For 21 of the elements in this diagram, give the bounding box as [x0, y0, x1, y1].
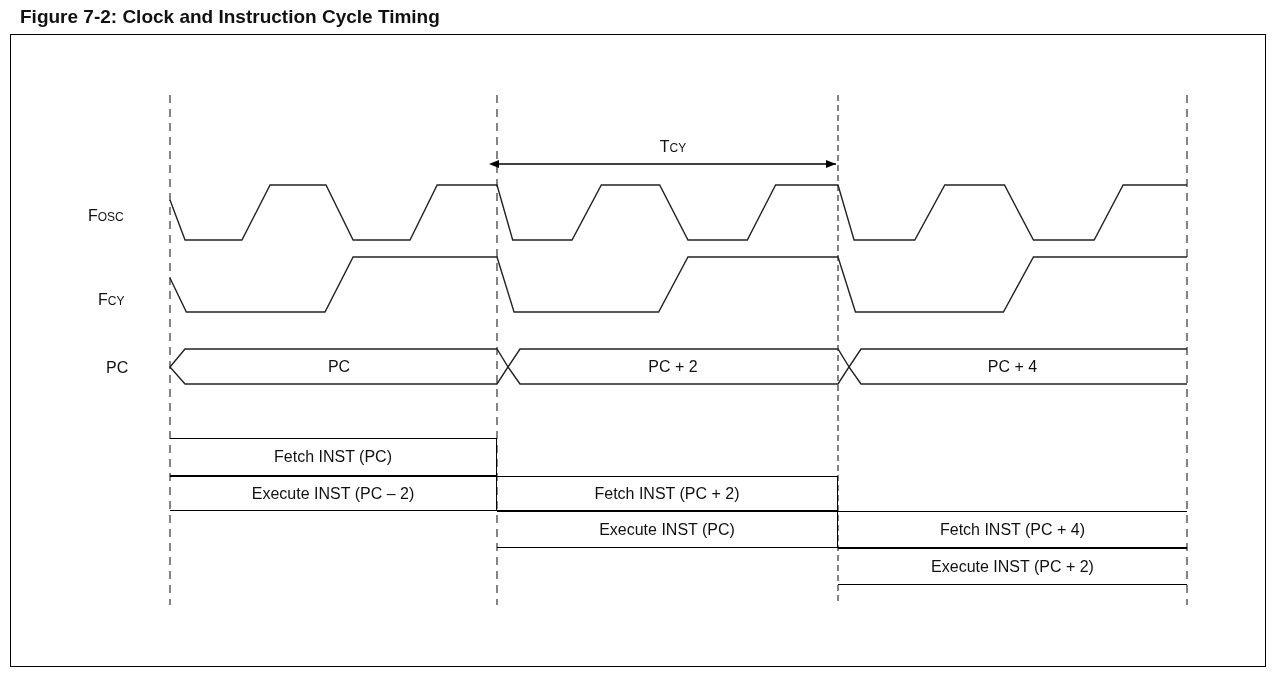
- bus-value: PC + 4: [987, 357, 1038, 376]
- signal-name: F$_{OSC}$: [88, 207, 124, 225]
- instruction-label: Fetch INST (PC + 2): [594, 484, 740, 503]
- signal-name: PC: [106, 359, 129, 377]
- instruction-cycle-box: [838, 511, 1187, 548]
- instruction-label: Execute INST (PC – 2): [251, 484, 415, 503]
- bus-value-segment: [170, 349, 508, 384]
- bus-value: PC + 2: [648, 357, 698, 376]
- bus-value: PC: [327, 357, 351, 376]
- instruction-cycle-box: [170, 476, 497, 511]
- instruction-cycle-box: [497, 476, 838, 511]
- instruction-cycle-box: [170, 438, 497, 476]
- instruction-label: Execute INST (PC + 2): [931, 557, 1094, 576]
- instruction-label: Execute INST (PC): [599, 520, 735, 539]
- figure-title: Figure 7-2: Clock and Instruction Cycle Timing: [20, 6, 440, 28]
- instruction-cycle-box: [497, 511, 838, 548]
- dimension-label: T$_{CY}$: [659, 138, 687, 156]
- instruction-cycle-box: [838, 548, 1187, 585]
- instruction-label: Fetch INST (PC + 4): [939, 520, 1086, 539]
- instruction-label: Fetch INST (PC): [274, 448, 392, 466]
- signal-name: F$_{CY}$: [98, 291, 125, 309]
